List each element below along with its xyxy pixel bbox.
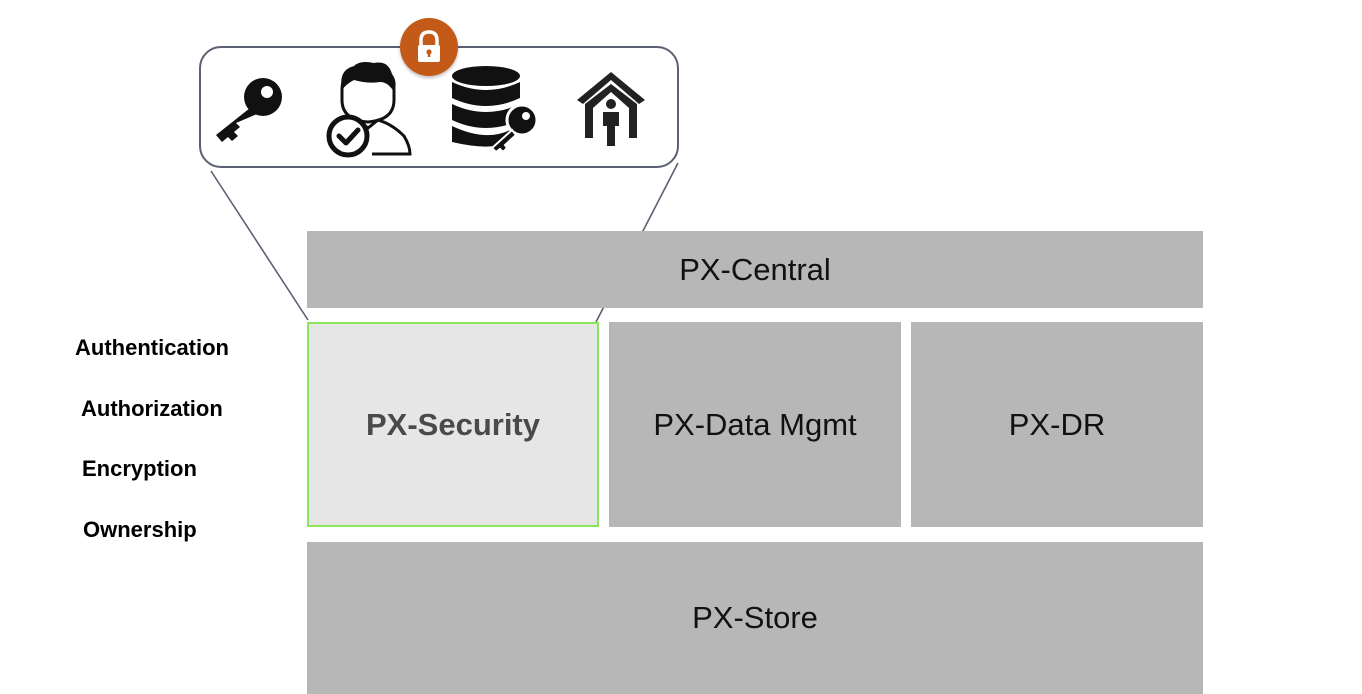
px-security-block: PX-Security bbox=[307, 322, 599, 527]
px-store-block: PX-Store bbox=[307, 542, 1203, 694]
px-dr-block: PX-DR bbox=[911, 322, 1203, 527]
database-key-icon bbox=[452, 66, 539, 154]
feature-authorization: Authorization bbox=[81, 396, 223, 421]
feature-encryption: Encryption bbox=[82, 456, 197, 481]
lock-icon bbox=[418, 30, 440, 62]
feature-ownership: Ownership bbox=[83, 517, 197, 542]
px-data-mgmt-block: PX-Data Mgmt bbox=[609, 322, 901, 527]
verified-user-icon bbox=[326, 62, 412, 158]
connector-line-left bbox=[210, 170, 309, 321]
home-ownership-icon bbox=[571, 66, 652, 150]
key-icon bbox=[216, 78, 282, 142]
feature-authentication: Authentication bbox=[75, 335, 229, 360]
px-central-block: PX-Central bbox=[307, 231, 1203, 308]
lock-badge bbox=[400, 18, 458, 76]
